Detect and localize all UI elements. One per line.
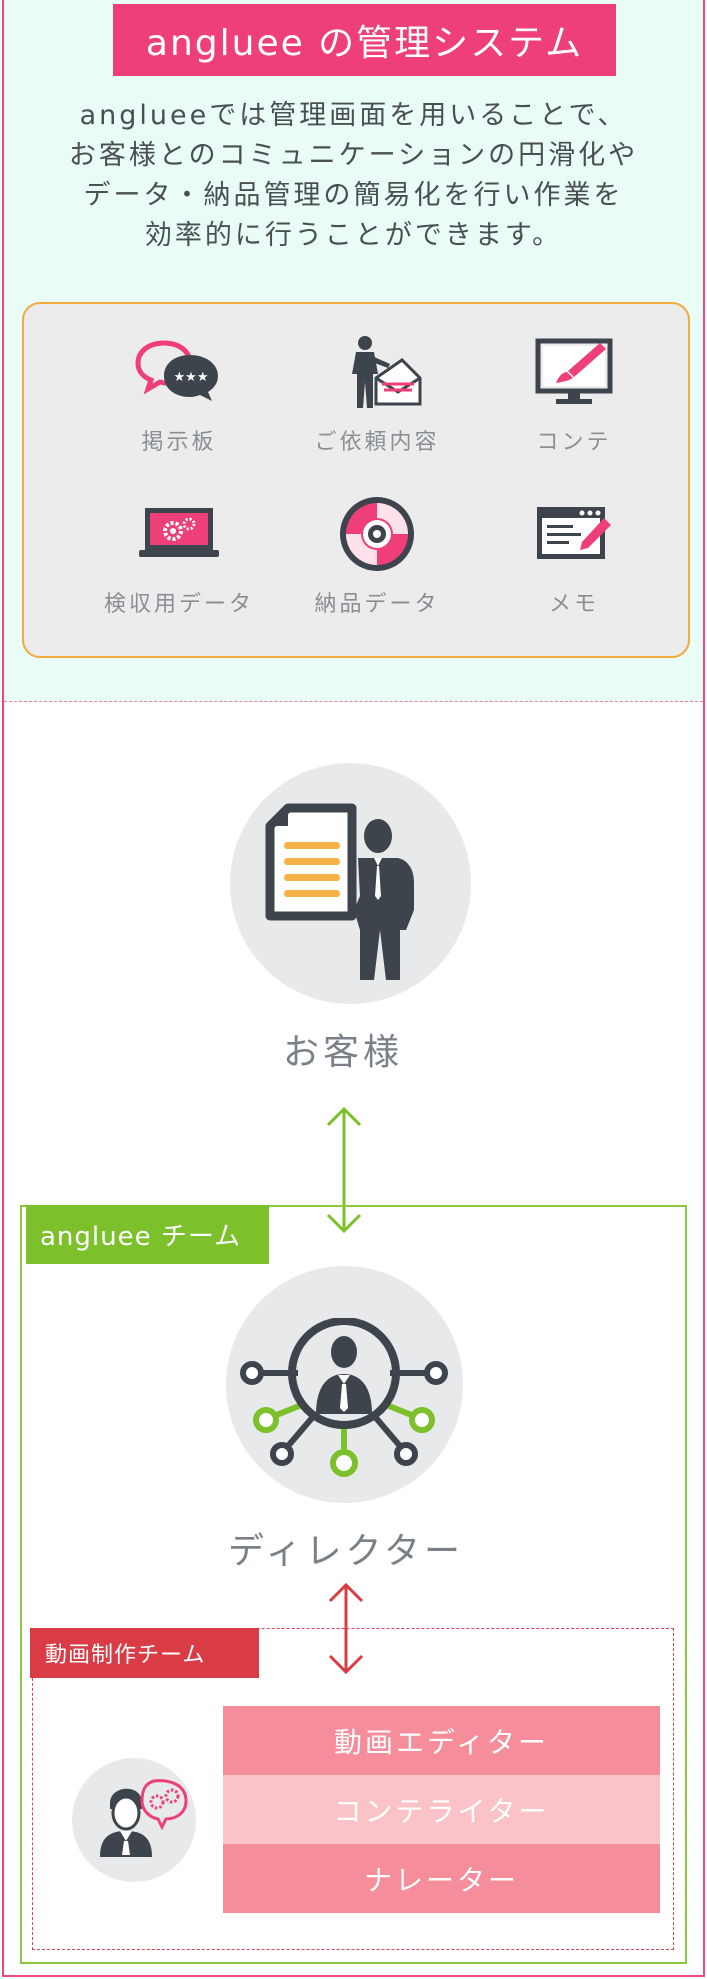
intro-line: anglueeでは管理画面を用いることで、 — [79, 100, 628, 131]
intro-line: お客様とのコミュニケーションの円滑化や — [68, 140, 639, 171]
role-video-editor: 動画エディター — [223, 1706, 660, 1775]
network-person-icon — [240, 1318, 448, 1477]
chat-bubbles-icon: ★★★ — [134, 332, 224, 412]
intro-line: データ・納品管理の簡易化を行い作業を — [83, 180, 624, 211]
page-title: angluee の管理システム — [113, 4, 616, 76]
feature-review-data: 検収用データ — [79, 494, 279, 618]
role-narrator: ナレーター — [223, 1844, 660, 1913]
document-presenter-icon — [265, 803, 414, 980]
angluee-team-box — [20, 1205, 687, 1964]
laptop-gears-icon — [134, 494, 224, 574]
double-arrow-icon — [326, 1106, 362, 1234]
feature-label: 納品データ — [314, 592, 440, 617]
role-storyboard-writer: コンテライター — [223, 1775, 660, 1844]
intro-text: anglueeでは管理画面を用いることで、 お客様とのコミュニケーションの円滑化… — [24, 96, 683, 256]
intro-line: 効率的に行うことができます。 — [144, 220, 563, 251]
team-member-gear-icon — [100, 1779, 188, 1857]
feature-bulletin-board: ★★★ 掲示板 — [79, 332, 279, 456]
feature-label: ご依頼内容 — [314, 430, 440, 455]
features-panel: ★★★ 掲示板 ご依頼内容 — [22, 302, 690, 658]
feature-request-details: ご依頼内容 — [277, 332, 477, 456]
monitor-brush-icon — [529, 332, 619, 412]
feature-storyboard: コンテ — [474, 332, 674, 456]
system-overview-section: angluee の管理システム anglueeでは管理画面を用いることで、 お客… — [4, 0, 703, 702]
disc-icon — [332, 494, 422, 574]
customer-label: お客様 — [283, 1032, 404, 1073]
feature-delivery-data: 納品データ — [277, 494, 477, 618]
feature-memo: メモ — [474, 494, 674, 618]
director-label: ディレクター — [228, 1531, 465, 1572]
man-envelope-icon — [332, 332, 422, 412]
feature-label: 検収用データ — [103, 592, 254, 617]
feature-label: メモ — [548, 592, 599, 617]
svg-text:★★★: ★★★ — [174, 370, 209, 385]
team-label: angluee チーム — [26, 1205, 269, 1264]
feature-label: コンテ — [536, 430, 612, 455]
production-team-box — [32, 1628, 674, 1950]
feature-label: 掲示板 — [141, 430, 217, 455]
production-team-label: 動画制作チーム — [30, 1628, 259, 1678]
memo-window-icon — [529, 494, 619, 574]
